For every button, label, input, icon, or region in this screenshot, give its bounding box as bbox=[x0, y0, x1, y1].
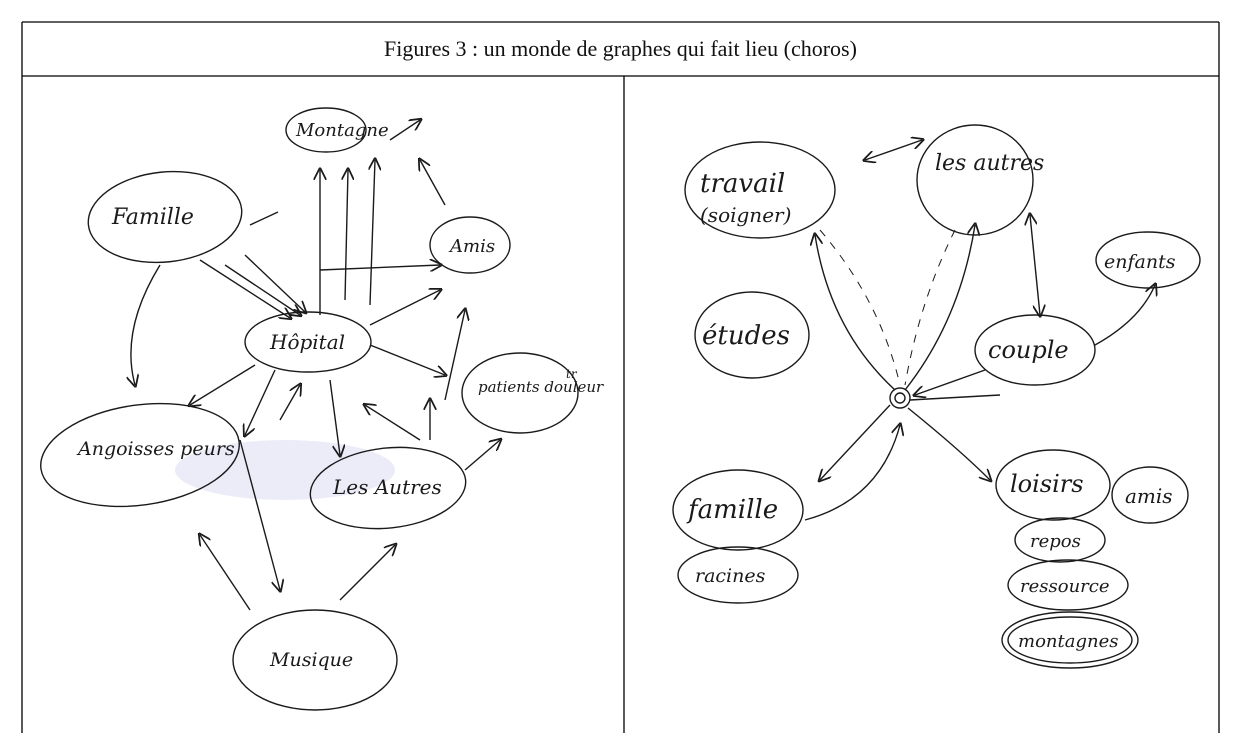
node-travail-sublabel: (soigner) bbox=[700, 203, 791, 227]
node-ressource-ellipse bbox=[1007, 559, 1129, 611]
node-hopital-label: Hôpital bbox=[269, 330, 345, 354]
node-repos-label: repos bbox=[1030, 531, 1081, 552]
node-montagne-label: Montagne bbox=[295, 120, 389, 141]
node-racines-label: racines bbox=[695, 565, 766, 587]
node-patients-superscript: tr bbox=[566, 367, 578, 381]
node-musique-ellipse bbox=[232, 609, 398, 711]
node-racines-ellipse bbox=[677, 546, 799, 604]
center-node-inner bbox=[894, 392, 906, 404]
figure-caption: Figures 3 : un monde de graphes qui fait… bbox=[384, 36, 857, 61]
node-amis-label: Amis bbox=[448, 236, 495, 257]
node-travail-label: travail bbox=[700, 169, 785, 199]
node-autres-ellipse bbox=[309, 446, 467, 530]
node-montagnes-label: montagnes bbox=[1018, 631, 1118, 652]
node-etudes-label: études bbox=[702, 321, 790, 351]
node-autres-label: Les Autres bbox=[332, 475, 442, 499]
node-angoisses-label: Angoisses peurs bbox=[76, 438, 235, 460]
center-node bbox=[889, 387, 911, 409]
node-autres-label: les autres bbox=[935, 151, 1044, 176]
node-amis-label: amis bbox=[1125, 484, 1173, 508]
node-travail-ellipse bbox=[684, 141, 836, 239]
node-amis-ellipse bbox=[429, 216, 511, 274]
node-amis-ellipse bbox=[1111, 466, 1189, 524]
node-patients-ellipse bbox=[461, 352, 579, 434]
node-montagne-ellipse bbox=[285, 107, 367, 153]
node-repos-ellipse bbox=[1014, 517, 1106, 563]
node-famille-label: famille bbox=[686, 495, 778, 525]
node-autres-ellipse bbox=[916, 124, 1034, 236]
node-famille-ellipse bbox=[87, 170, 243, 264]
node-montagnes-inner bbox=[1007, 616, 1133, 664]
node-enfants-label: enfants bbox=[1104, 251, 1176, 273]
node-etudes-ellipse bbox=[694, 291, 810, 379]
node-musique-label: Musique bbox=[269, 649, 353, 671]
node-montagnes-ellipse bbox=[1001, 611, 1139, 669]
node-couple-label: couple bbox=[988, 336, 1069, 364]
node-famille-ellipse bbox=[672, 469, 804, 551]
node-famille-label: Famille bbox=[111, 205, 194, 230]
node-ressource-label: ressource bbox=[1020, 576, 1110, 597]
node-patients-label: patients douleur bbox=[478, 378, 604, 396]
node-loisirs-ellipse bbox=[995, 449, 1111, 521]
node-loisirs-label: loisirs bbox=[1010, 470, 1084, 498]
node-angoisses-ellipse bbox=[40, 402, 240, 508]
